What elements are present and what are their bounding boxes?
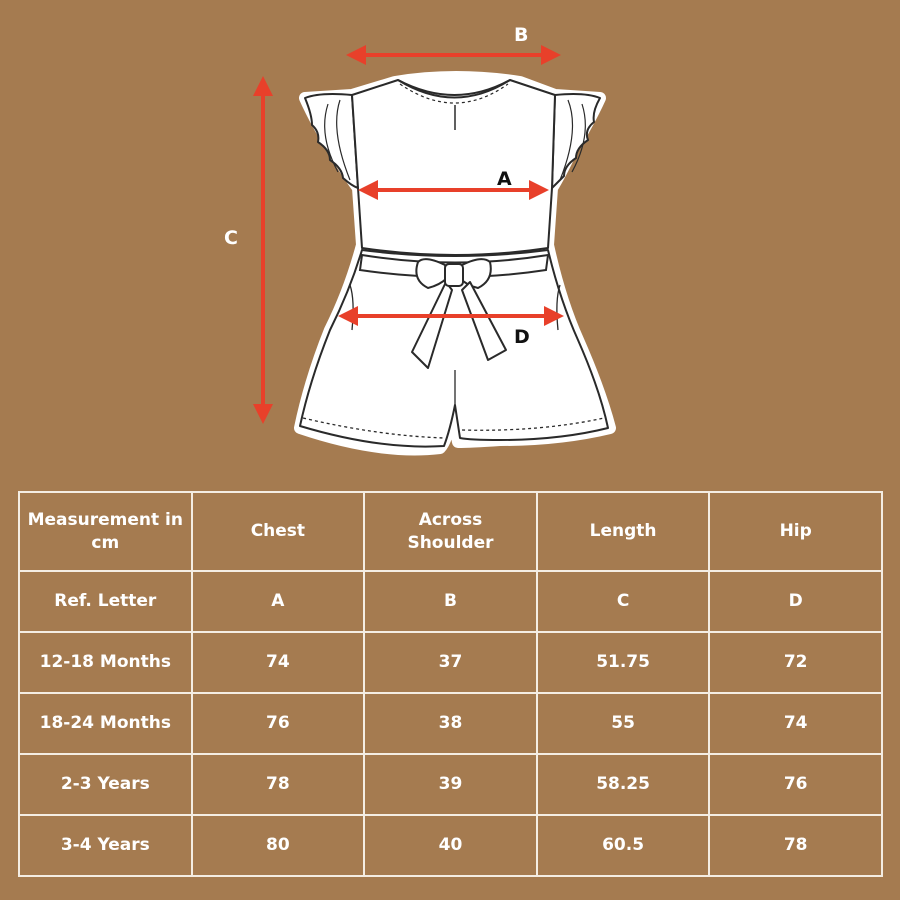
table-row: 2-3 Years 78 39 58.25 76 — [18, 753, 883, 816]
table-cell: 76 — [708, 753, 883, 816]
table-cell: D — [708, 570, 883, 633]
column-header: Across Shoulder — [363, 491, 538, 572]
size-chart-table: Measurement in cm Chest Across Shoulder … — [18, 491, 883, 877]
ref-letter-row: Ref. Letter A B C D — [18, 570, 883, 633]
table-cell: 51.75 — [535, 631, 711, 694]
column-header: Measurement in cm — [18, 491, 193, 572]
label-a: A — [497, 168, 512, 190]
table-cell: 78 — [190, 753, 366, 816]
romper-illustration — [253, 45, 616, 456]
table-cell: 55 — [535, 692, 711, 755]
column-header: Hip — [708, 491, 883, 572]
table-cell: C — [535, 570, 711, 633]
table-cell: 40 — [363, 814, 538, 877]
table-cell: 80 — [190, 814, 366, 877]
table-cell: 3-4 Years — [18, 814, 193, 877]
table-cell: 12-18 Months — [18, 631, 193, 694]
table-cell: 38 — [363, 692, 538, 755]
table-cell: B — [363, 570, 538, 633]
table-cell: Ref. Letter — [18, 570, 193, 633]
table-cell: 37 — [363, 631, 538, 694]
table-cell: 58.25 — [535, 753, 711, 816]
table-cell: 78 — [708, 814, 883, 877]
garment-diagram: B C A D — [224, 24, 616, 456]
table-cell: 72 — [708, 631, 883, 694]
column-header-text: Across Shoulder — [407, 509, 494, 553]
label-d: D — [514, 326, 530, 348]
table-cell: 2-3 Years — [18, 753, 193, 816]
column-header: Length — [535, 491, 711, 572]
table-row: 12-18 Months 74 37 51.75 72 — [18, 631, 883, 694]
table-header-row: Measurement in cm Chest Across Shoulder … — [18, 491, 883, 572]
table-row: 3-4 Years 80 40 60.5 78 — [18, 814, 883, 877]
table-cell: 74 — [190, 631, 366, 694]
romper-outline — [299, 79, 609, 448]
table-cell: 18-24 Months — [18, 692, 193, 755]
label-c: C — [224, 227, 238, 249]
table-cell: 74 — [708, 692, 883, 755]
table-cell: 39 — [363, 753, 538, 816]
label-b: B — [514, 24, 529, 46]
table-cell: 60.5 — [535, 814, 711, 877]
measurement-arrows — [253, 45, 564, 424]
table-cell: A — [190, 570, 366, 633]
table-row: 18-24 Months 76 38 55 74 — [18, 692, 883, 755]
column-header: Chest — [190, 491, 366, 572]
table-cell: 76 — [190, 692, 366, 755]
